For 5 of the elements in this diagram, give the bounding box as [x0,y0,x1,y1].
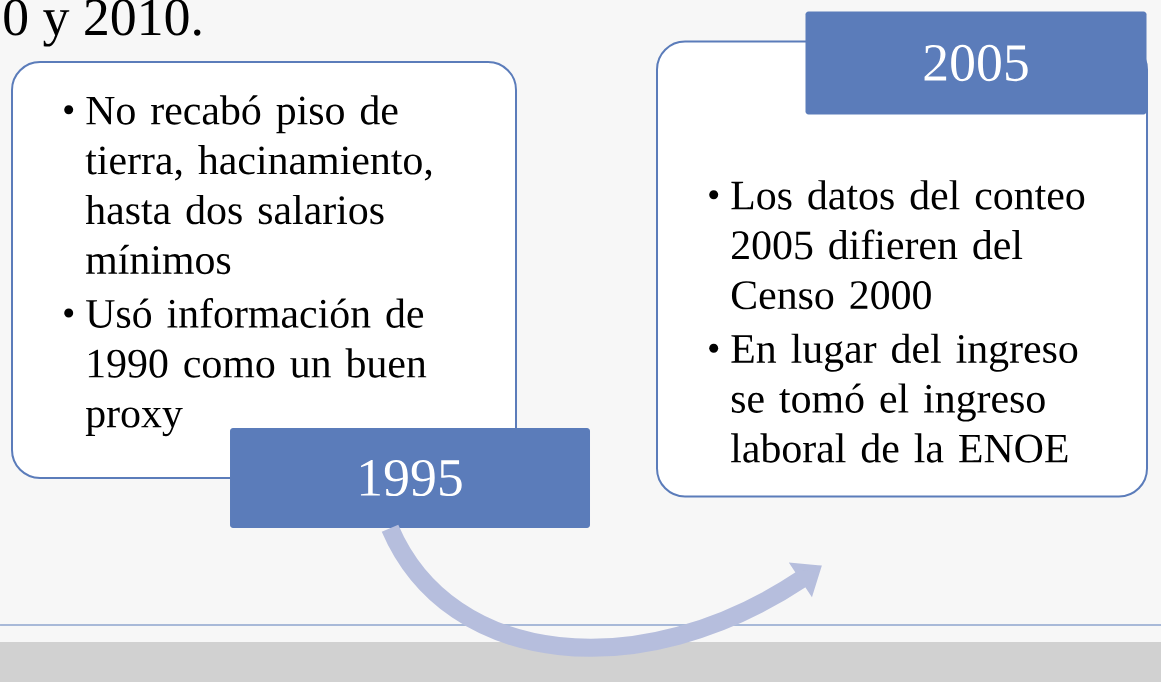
year-tab: 2005 [805,11,1147,115]
bullet-text: En lugar del ingreso se tomó el ingreso laboral de la ENOE [731,333,1078,463]
bullet-text: Los datos del conteo 2005 difieren del Censo 2000 [731,180,1085,310]
year-tab: 1995 [230,428,590,528]
bullet-text: No recabó piso de tierra, hacinamiento, hasta dos salarios mínimos [85,95,432,275]
